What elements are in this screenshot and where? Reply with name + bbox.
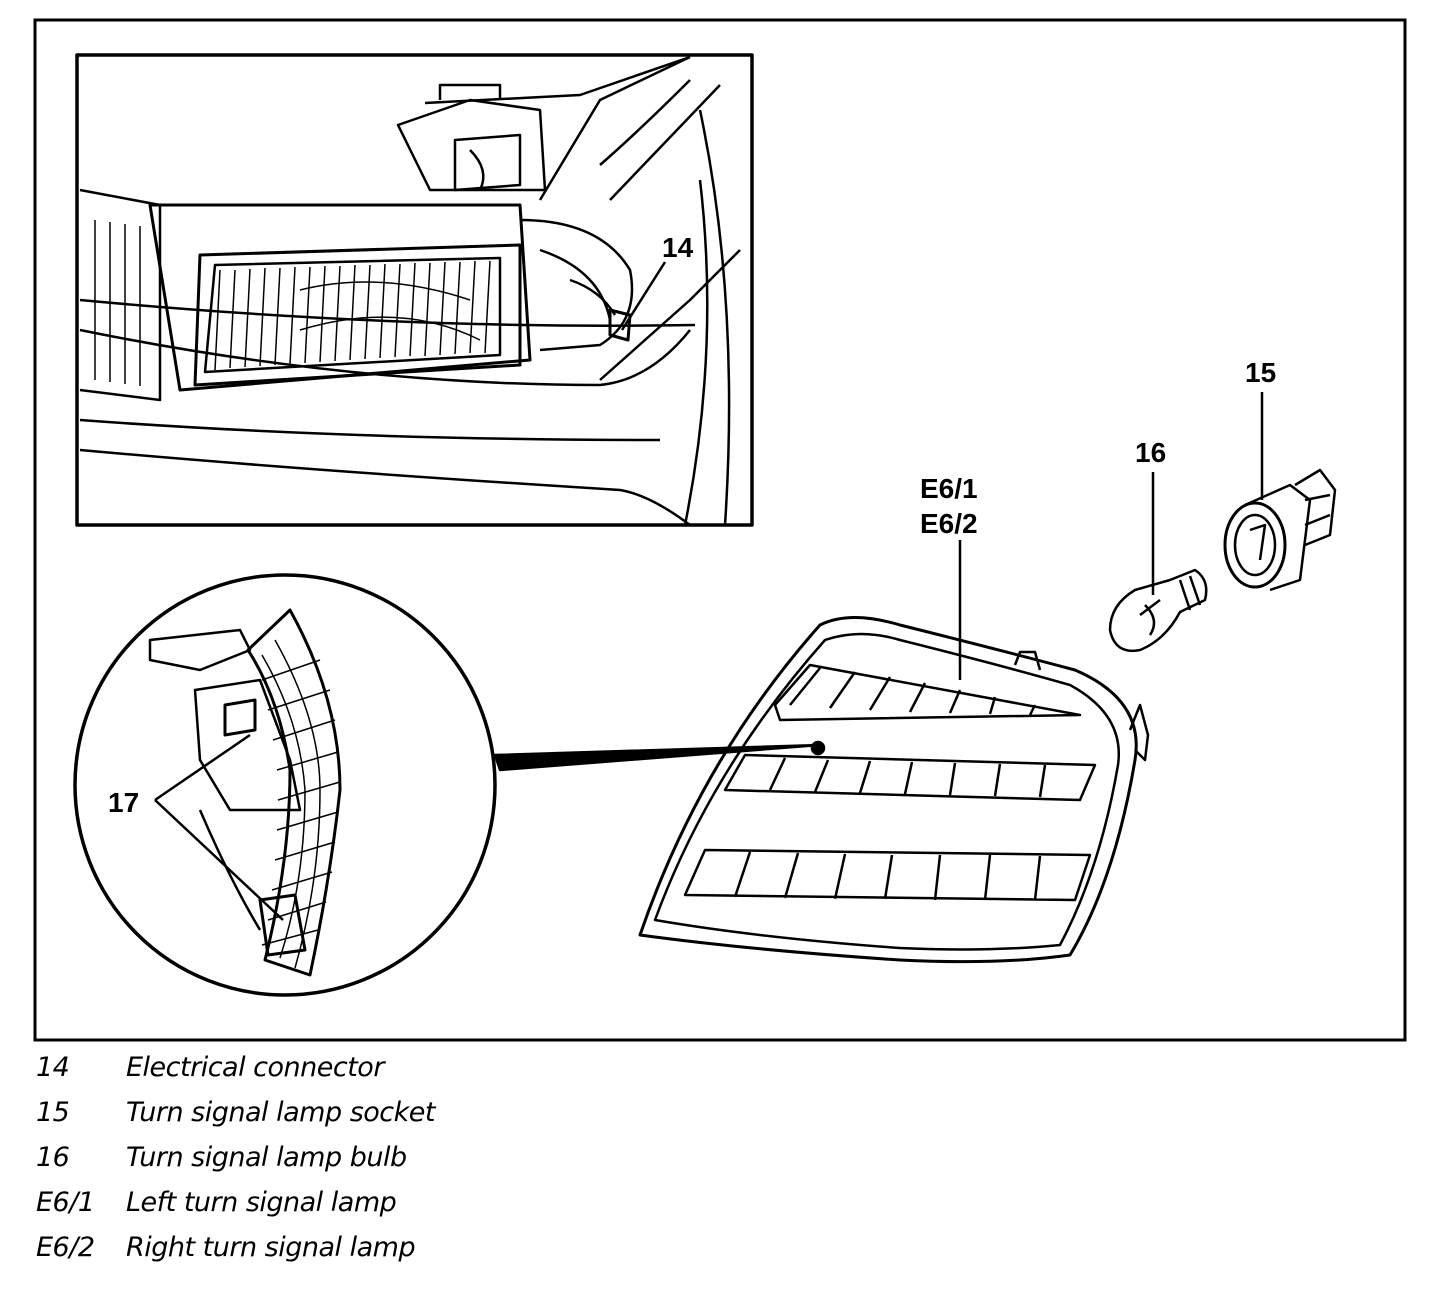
headlamp-inset	[75, 53, 754, 527]
legend-row: 14 Electrical connector	[36, 1052, 1036, 1097]
callout-14-leader	[620, 261, 667, 331]
legend-code: 16	[36, 1142, 70, 1173]
legend-code: E6/2	[36, 1232, 95, 1263]
diagram-frame	[33, 18, 1407, 1042]
legend-code: E6/1	[36, 1187, 95, 1218]
legend-description: Turn signal lamp bulb	[126, 1142, 407, 1173]
legend-row: E6/1 Left turn signal lamp	[36, 1187, 1036, 1232]
callout-e6-2-label: E6/2	[920, 508, 978, 539]
legend-code: 15	[36, 1097, 70, 1128]
legend-description: Left turn signal lamp	[126, 1187, 397, 1218]
legend: 14 Electrical connector 15 Turn signal l…	[36, 1052, 1036, 1277]
callout-17-leader-lower	[154, 799, 284, 921]
callout-17-leader-upper	[154, 733, 251, 802]
turn-signal-lamp	[638, 540, 1150, 964]
legend-row: E6/2 Right turn signal lamp	[36, 1232, 1036, 1277]
turn-signal-lamp-socket	[1223, 392, 1337, 592]
callout-e6-1-label: E6/1	[920, 473, 978, 504]
legend-description: Electrical connector	[126, 1052, 384, 1083]
legend-code: 14	[36, 1052, 70, 1083]
legend-row: 16 Turn signal lamp bulb	[36, 1142, 1036, 1187]
legend-row: 15 Turn signal lamp socket	[36, 1097, 1036, 1142]
turn-signal-bulb	[1108, 472, 1208, 653]
detail-magnifier	[73, 573, 822, 997]
callout-15-label: 15	[1245, 357, 1276, 388]
callout-17-label: 17	[108, 787, 139, 818]
callout-16-label: 16	[1135, 437, 1166, 468]
callout-14-label: 14	[662, 232, 694, 263]
legend-description: Right turn signal lamp	[126, 1232, 416, 1263]
parts-diagram: 14 17 E6/1 E6/2	[33, 18, 1407, 1042]
legend-description: Turn signal lamp socket	[126, 1097, 435, 1128]
